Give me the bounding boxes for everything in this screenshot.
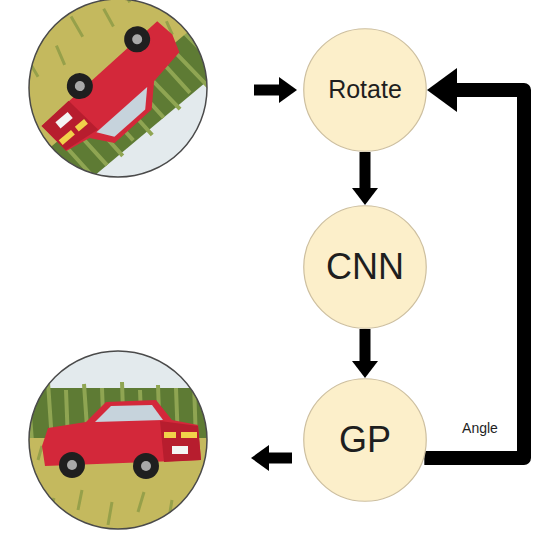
input-arrow: [254, 85, 280, 96]
input-arrow-head: [279, 77, 297, 103]
rotated-photo: [0, 0, 259, 229]
flow-arrow: [360, 329, 371, 361]
flow-arrow: [360, 152, 371, 188]
photo-border: [29, 351, 207, 529]
upright-photo: [18, 340, 218, 540]
process-circle: GP: [303, 378, 427, 502]
node-label: Rotate: [303, 28, 427, 152]
circle-shape: [304, 29, 427, 152]
output-arrow-head: [251, 445, 269, 471]
node-label: CNN: [303, 205, 427, 329]
process-circle: Rotate: [303, 28, 427, 152]
process-circle: CNN: [303, 205, 427, 329]
node-label: GP: [303, 378, 427, 502]
photo-border: [29, 0, 207, 177]
circle-shape: [304, 379, 427, 502]
circle-shape: [304, 206, 427, 329]
flow-arrow: [424, 90, 524, 458]
output-arrow: [268, 453, 292, 464]
edge-label: Angle: [462, 420, 498, 436]
